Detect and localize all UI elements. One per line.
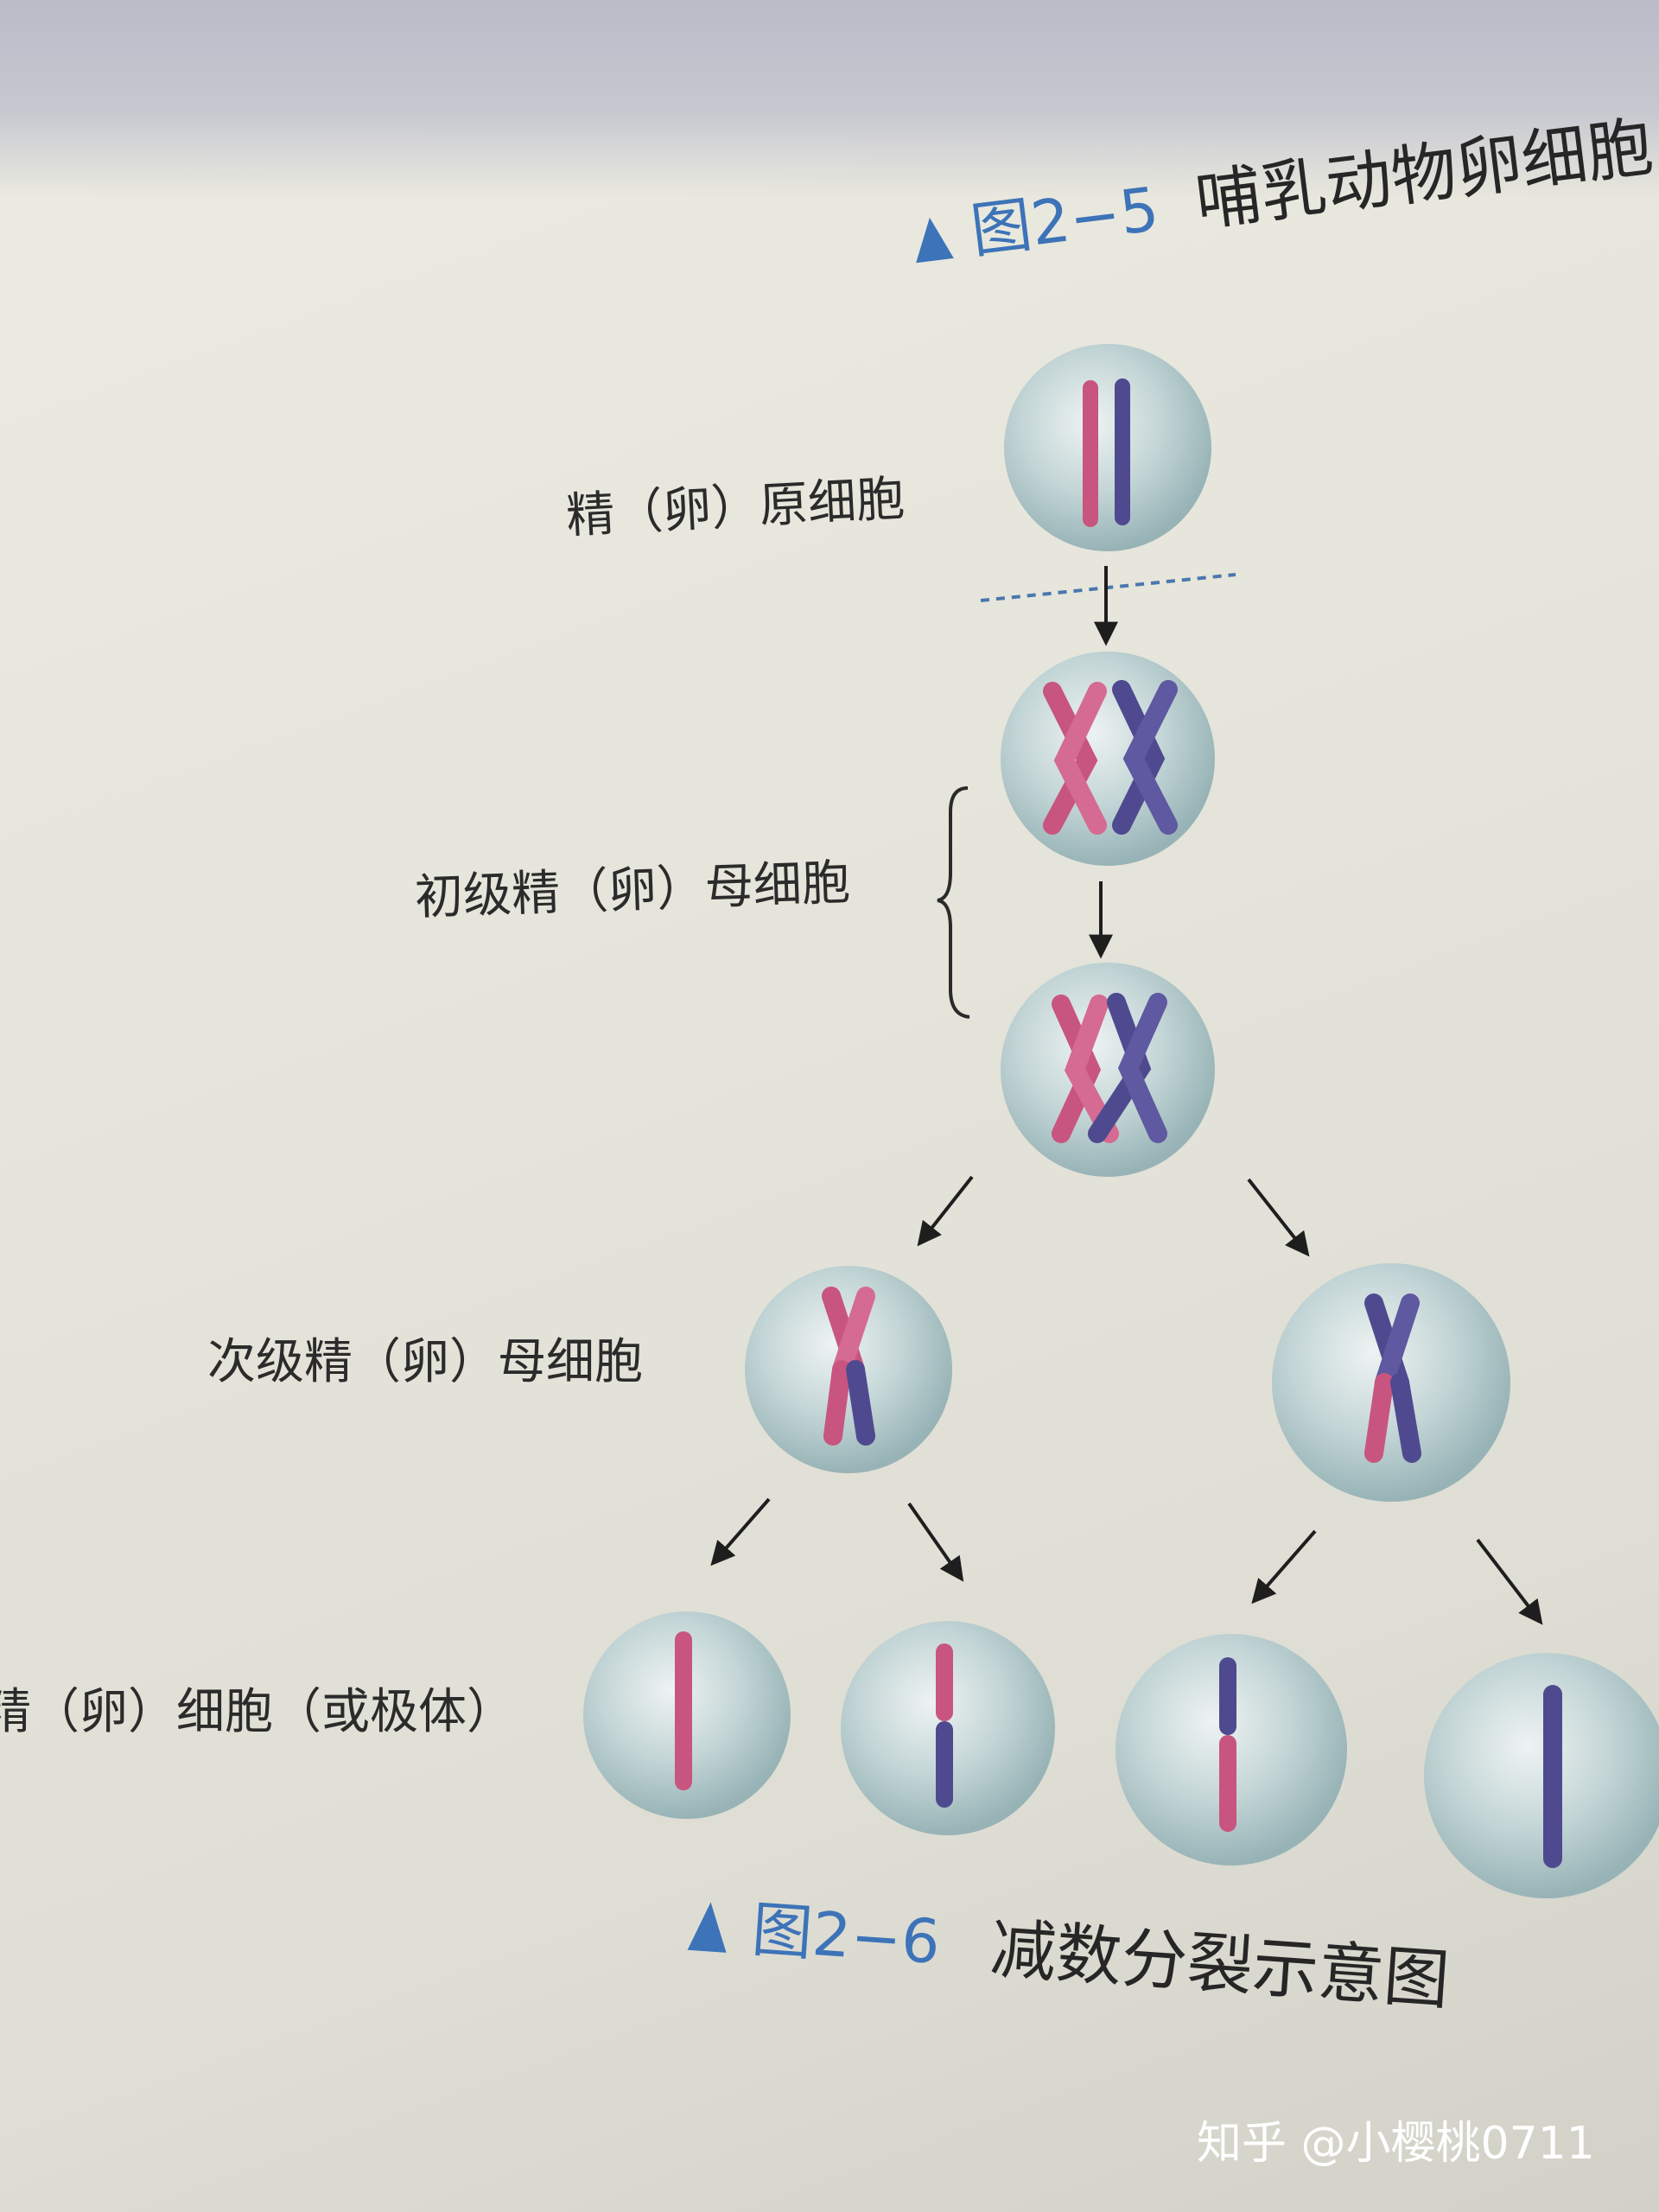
chromosome-paternal [1390, 1373, 1421, 1463]
chromosome-paternal [936, 1721, 953, 1808]
chromosome-paternal [1115, 378, 1130, 525]
chromosome-maternal [1364, 1373, 1394, 1463]
chromosome-maternal [1064, 995, 1119, 1143]
chromosome-maternal [832, 1287, 875, 1379]
cell-gamete-2 [841, 1621, 1055, 1835]
chromosome-maternal [675, 1631, 692, 1790]
cell-secondary-right [1272, 1263, 1510, 1502]
chromosome-maternal [1083, 380, 1098, 527]
bottom-caption: 图2−6 减数分裂示意图 [687, 1894, 1452, 2018]
cell-gamete-4 [1424, 1653, 1659, 1898]
caption-triangle-icon [916, 217, 954, 264]
caption-triangle-icon [687, 1902, 727, 1953]
interphase-dashed-line [980, 573, 1236, 602]
label-primary-spermatocyte: 初级精（卵）母细胞 [414, 855, 851, 926]
chromosome-paternal [1112, 680, 1166, 835]
chromosome-maternal [1219, 1735, 1236, 1832]
chromosome-maternal [936, 1643, 953, 1721]
chromosome-maternal [1053, 682, 1107, 835]
arrow-right-2 [907, 1502, 964, 1582]
arrow-right-3 [1476, 1538, 1543, 1625]
watermark: 知乎 @小樱桃0711 [1197, 2118, 1595, 2170]
cell-secondary-left [745, 1266, 952, 1473]
chromosome-paternal [1375, 1294, 1420, 1392]
cell-primary-replicated [1001, 652, 1215, 866]
cell-gamete-1 [583, 1611, 791, 1819]
primary-stage-brace [937, 786, 970, 1019]
arrow-left-1 [917, 1175, 974, 1247]
cell-spermatogonium [1004, 344, 1211, 551]
chromosome-paternal [1122, 680, 1178, 835]
label-secondary-spermatocyte: 次级精（卵）母细胞 [207, 1334, 643, 1390]
chromosome-paternal [846, 1360, 875, 1446]
top-caption-number: 图2−5 [967, 174, 1162, 267]
arrow-right-1 [1247, 1178, 1310, 1257]
page-top-shadow [0, 0, 1659, 199]
chromosome-paternal [1117, 993, 1167, 1143]
arrow-left-2 [710, 1497, 771, 1567]
label-spermatogonium: 精（卵）原细胞 [565, 471, 906, 544]
chromosome-maternal [1043, 682, 1098, 835]
arrow-left-3 [1251, 1529, 1317, 1605]
bottom-caption-title: 减数分裂示意图 [988, 1910, 1452, 2018]
top-caption: 图2−5 哺乳动物卵细胞 [916, 108, 1657, 267]
top-caption-title: 哺乳动物卵细胞 [1192, 108, 1657, 240]
bottom-caption-number: 图2−6 [750, 1894, 943, 1978]
chromosome-paternal [1088, 993, 1152, 1143]
chromosome-paternal [1219, 1657, 1236, 1735]
cell-primary-tetrad [1001, 963, 1215, 1177]
chromosome-paternal [1543, 1685, 1562, 1868]
label-gametes: 精（卵）细胞（或极体） [0, 1684, 515, 1740]
chromosome-maternal [1052, 995, 1102, 1143]
cell-gamete-3 [1116, 1634, 1347, 1866]
chromosome-maternal [823, 1360, 851, 1446]
